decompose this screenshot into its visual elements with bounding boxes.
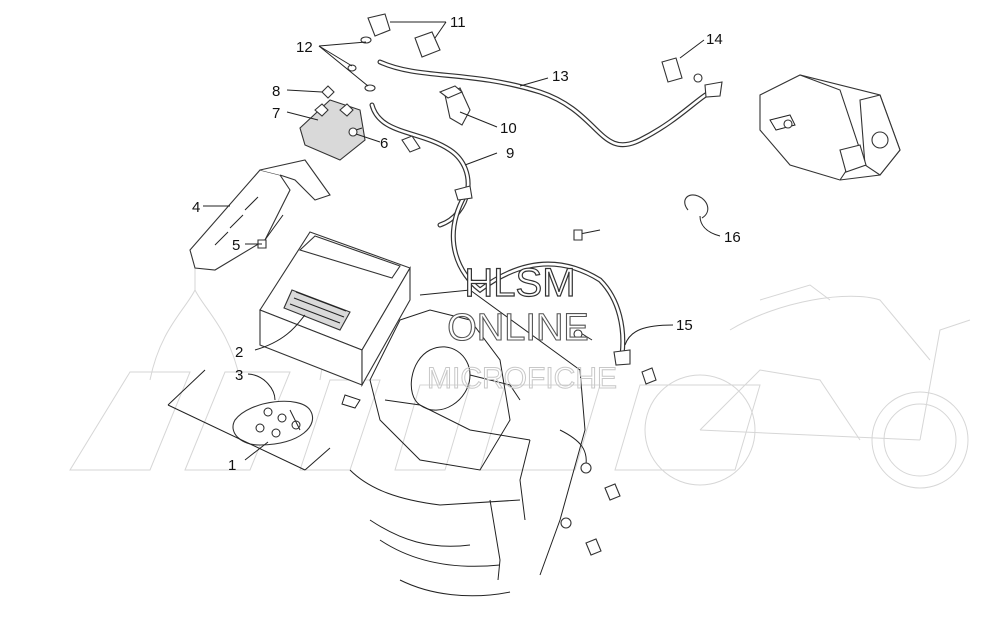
frame-fasteners [560,329,657,556]
starter-motor [759,74,901,181]
terminal-boot-10 [438,85,471,126]
callout-11: 11 [450,14,466,31]
brand-watermark-graphic [69,255,971,489]
callout-5: 5 [232,237,240,254]
starter-cable [377,59,723,148]
callout-labels: 1 2 3 4 5 6 7 8 9 10 11 12 13 14 15 16 [192,14,741,474]
callout-3: 3 [235,367,243,384]
callout-13: 13 [552,68,569,85]
retaining-clip [684,194,709,219]
callout-8: 8 [272,83,280,100]
site-watermark: HLSM ONLINE MICROFICHE [427,260,618,395]
terminal-nuts-12 [347,36,376,92]
battery [259,231,411,388]
callout-1: 1 [228,457,236,474]
starter-solenoid [299,85,366,161]
callout-14: 14 [706,31,723,48]
vehicle-frame-outline [341,289,587,597]
watermark-line-3: MICROFICHE [427,362,617,395]
watermark-line-1: HLSM [464,261,575,305]
callout-9: 9 [506,145,514,162]
positive-cable [369,102,471,228]
callout-6: 6 [380,135,388,152]
kit-bracket-frame [167,369,331,471]
callout-10: 10 [500,120,517,137]
ground-cable [450,185,631,366]
callout-7: 7 [272,105,280,122]
callout-12: 12 [296,39,313,56]
hold-down-strap [189,159,331,271]
starter-terminal-boot [661,57,703,83]
callout-2: 2 [235,344,243,361]
callout-15: 15 [676,317,693,334]
terminal-boots-11 [367,13,441,58]
strap-bolt [257,214,284,249]
leader-lines [203,21,721,461]
watermark-line-2: ONLINE [447,307,588,349]
callout-16: 16 [724,229,741,246]
fastener-kit [232,400,314,446]
callout-4: 4 [192,199,200,216]
